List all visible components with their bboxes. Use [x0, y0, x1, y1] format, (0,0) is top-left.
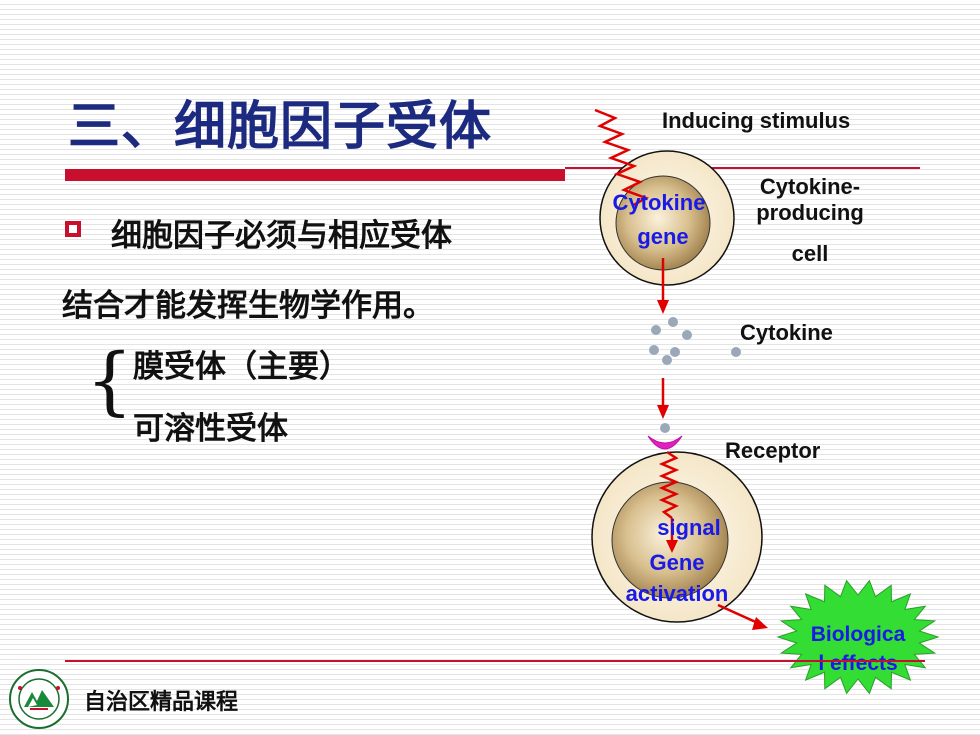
cytokine-dot	[662, 355, 672, 365]
cytokine-dot	[668, 317, 678, 327]
page-title: 三、细胞因子受体	[68, 97, 493, 157]
title-divider-line	[565, 167, 920, 169]
label-producing-cell-2: producing	[756, 200, 864, 225]
secretion-arrow-head	[657, 300, 669, 314]
label-gene-activation-1: Gene	[649, 550, 704, 575]
label-producing-cell-1: Cytokine-	[760, 174, 860, 199]
bullet-text-line2: 结合才能发挥生物学作用。	[62, 288, 434, 324]
sub-item-membrane-receptor: 膜受体（主要）	[133, 349, 350, 385]
label-receptor: Receptor	[725, 438, 821, 463]
signal-squiggle	[658, 450, 680, 519]
effects-arrow-shaft	[717, 603, 761, 626]
biological-effects-starburst	[776, 579, 940, 695]
receptor-icon	[647, 435, 683, 450]
cytokine-dot	[670, 347, 680, 357]
cytokine-dot	[649, 345, 659, 355]
bullet-text-line1: 细胞因子必须与相应受体	[111, 218, 452, 254]
signal-arrow-head	[666, 540, 678, 553]
label-effects-1: Biologica	[811, 623, 906, 646]
label-cytokine-gene-2: gene	[637, 224, 688, 249]
title-underline-bar	[65, 169, 565, 181]
label-cytokine-gene-1: Cytokine	[613, 190, 706, 215]
effects-arrow-head	[752, 617, 768, 630]
label-signal: signal	[657, 515, 721, 540]
bound-cytokine-dot	[660, 423, 670, 433]
university-seal-icon	[9, 669, 69, 729]
left-brace: {	[86, 338, 134, 424]
binding-arrow-head	[657, 405, 669, 419]
cytokine-dot	[682, 330, 692, 340]
sub-item-soluble-receptor: 可溶性受体	[133, 411, 288, 447]
footer-divider-line	[65, 660, 925, 662]
label-inducing-stimulus: Inducing stimulus	[662, 108, 850, 133]
label-gene-activation-2: activation	[626, 581, 729, 606]
square-bullet-icon	[65, 221, 81, 237]
cytokine-dot	[651, 325, 661, 335]
cytokine-legend-dot	[731, 347, 741, 357]
stimulus-squiggle	[594, 108, 649, 208]
label-effects-2: l effects	[818, 652, 897, 675]
label-cytokine: Cytokine	[740, 320, 833, 345]
footer-course-label: 自治区精品课程	[84, 690, 239, 715]
label-producing-cell-3: cell	[792, 241, 829, 266]
